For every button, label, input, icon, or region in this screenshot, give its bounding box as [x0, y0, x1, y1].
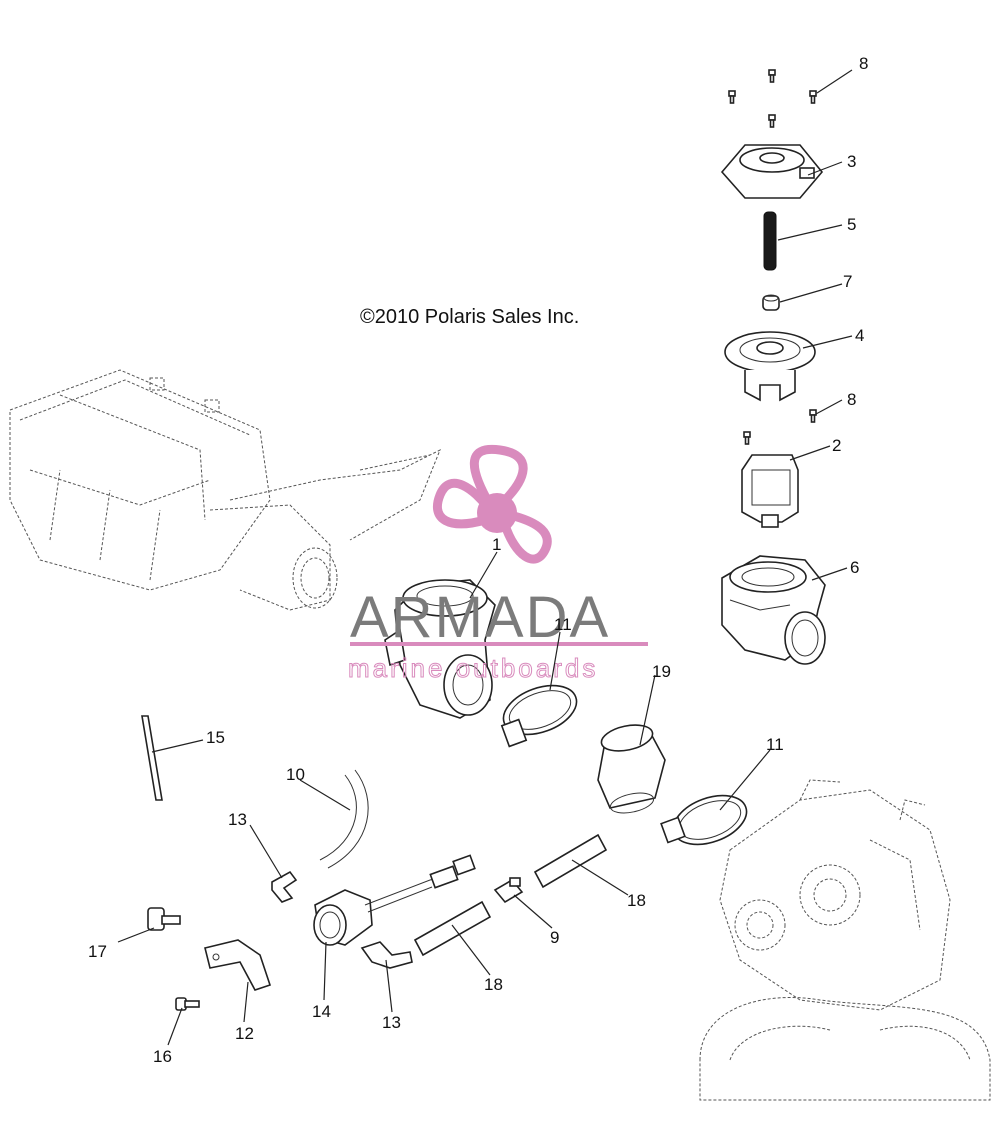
diaphragm-cover-part-3 — [720, 144, 824, 199]
leader-lines — [117, 69, 853, 1046]
hose-clamp-part-11-a — [500, 684, 578, 748]
callout-11: 11 — [554, 615, 572, 634]
callout-18: 18 — [627, 891, 646, 910]
callout-6: 6 — [850, 558, 859, 577]
hose-clamp-part-11-b — [660, 794, 748, 846]
callout-14: 14 — [312, 1002, 331, 1021]
hose-part-18-a — [533, 833, 608, 889]
coupler-part-19 — [597, 724, 666, 814]
spring-part-5 — [763, 211, 777, 271]
watermark-text: ARMADA marine outboards — [348, 585, 648, 684]
watermark-logo — [432, 444, 552, 564]
throttle-body-part-6 — [721, 555, 826, 665]
copyright-notice: ©2010 Polaris Sales Inc. — [360, 306, 579, 328]
propeller-icon — [432, 444, 552, 564]
brand-name: ARMADA — [350, 585, 610, 650]
bracket-part-2 — [741, 454, 799, 528]
callout-13: 13 — [382, 1013, 401, 1032]
diaphragm-part-4 — [724, 331, 816, 402]
throttle-body-part-1 — [384, 579, 496, 719]
callout-5: 5 — [847, 215, 856, 234]
callout-13: 13 — [228, 810, 247, 829]
callout-2: 2 — [832, 436, 841, 455]
hose-part-18-b — [413, 900, 492, 957]
engine-assembly-ghost — [699, 779, 991, 1101]
screw-part-8-set — [728, 69, 817, 445]
callout-10: 10 — [286, 765, 305, 784]
elbow-fitting-part-13-a — [271, 870, 298, 903]
airbox-assembly-ghost — [9, 369, 441, 611]
fitting-part-9 — [493, 877, 524, 904]
brand-underline — [350, 642, 648, 646]
callout-17: 17 — [88, 942, 107, 961]
callout-8: 8 — [847, 390, 856, 409]
screw-part-16 — [175, 997, 200, 1011]
hose-part-10 — [319, 769, 369, 869]
callout-12: 12 — [235, 1024, 254, 1043]
mounting-bracket-part-12 — [204, 939, 272, 991]
idle-air-control-part-14 — [313, 854, 476, 946]
callout-15: 15 — [206, 728, 225, 747]
brand-subtitle: marine outboards — [348, 653, 598, 683]
callout-8: 8 — [859, 54, 868, 73]
callout-labels: 8 3 5 7 4 8 2 6 1 11 19 11 15 10 13 17 1… — [88, 54, 868, 1066]
callout-11: 11 — [766, 735, 784, 754]
vent-tube-part-15 — [141, 715, 163, 801]
elbow-fitting-part-13-b — [360, 941, 413, 969]
callout-19: 19 — [652, 662, 671, 681]
propeller-hub — [477, 493, 517, 533]
callout-4: 4 — [855, 326, 864, 345]
callout-3: 3 — [847, 152, 856, 171]
retainer-part-7 — [762, 294, 780, 311]
callout-16: 16 — [153, 1047, 172, 1066]
callout-18: 18 — [484, 975, 503, 994]
bolt-part-17 — [147, 907, 181, 931]
callout-9: 9 — [550, 928, 559, 947]
callout-1: 1 — [492, 535, 501, 554]
callout-7: 7 — [843, 272, 852, 291]
